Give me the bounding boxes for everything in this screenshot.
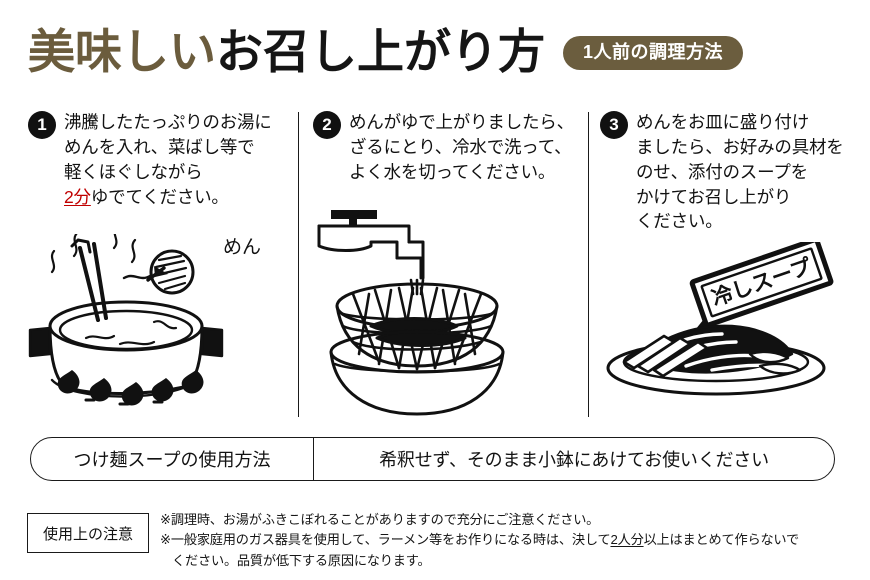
precaution-note-2-continued: ください。品質が低下する原因になります。 bbox=[172, 552, 431, 568]
column-divider-2 bbox=[588, 112, 589, 417]
precautions-notes: ※調理時、お湯がふきこぼれることがありますので充分にご注意ください。 ※一般家庭… bbox=[160, 510, 860, 571]
step-3-line-1: めんをお皿に盛り付け bbox=[636, 112, 809, 132]
step-2-illustration bbox=[313, 202, 585, 417]
pot-on-gas-stove-icon bbox=[28, 234, 224, 406]
precautions-label-box: 使用上の注意 bbox=[27, 513, 149, 553]
precaution-note-2-after: 以上はまとめて作らないで bbox=[643, 532, 800, 548]
gas-flames-icon bbox=[57, 370, 204, 406]
step-3-line-5: ください。 bbox=[636, 211, 723, 232]
soup-usage-bar: つけ麺スープの使用方法 希釈せず、そのまま小鉢にあけてお使いください bbox=[30, 437, 835, 481]
step-3-line-4: かけてお召し上がり bbox=[636, 186, 792, 207]
two-servings-underline: 2人分 bbox=[610, 532, 644, 548]
step-2: 2 めんがゆで上がりましたら、 ざるにとり、冷水で洗って、 よく水を切ってくださ… bbox=[313, 110, 585, 420]
step-1-line-3: 軽くほぐしながら bbox=[64, 161, 203, 182]
boil-time-highlight: 2分 bbox=[64, 186, 91, 207]
precaution-note-2-before: ※一般家庭用のガス器具を使用して、ラーメン等をお作りになる時は、決して bbox=[160, 532, 611, 548]
step-1-text: 沸騰したたっぷりのお湯に めんを入れ、菜ばし等で 軽くほぐしながら 2分ゆでてく… bbox=[64, 110, 272, 209]
serving-badge: 1人前の調理方法 bbox=[563, 36, 744, 70]
step-2-line-3: よく水を切ってください。 bbox=[349, 161, 556, 182]
boil-time-rest: ゆでてください。 bbox=[90, 186, 229, 207]
page-title-black: お召し上がり方 bbox=[216, 26, 545, 79]
step-1: 1 沸騰したたっぷりのお湯に めんを入れ、菜ばし等で 軽くほぐしながら 2分ゆで… bbox=[28, 110, 298, 420]
step-2-number: 2 bbox=[313, 111, 341, 139]
precaution-note-2: ※一般家庭用のガス器具を使用して、ラーメン等をお作りになる時は、決して2人分以上… bbox=[160, 530, 860, 550]
step-1-line-1: 沸騰したたっぷりのお湯に bbox=[64, 112, 272, 132]
column-divider-1 bbox=[298, 112, 299, 417]
page-title-brown: 美味しい bbox=[28, 26, 216, 79]
step-1-line-4: 2分ゆでてください。 bbox=[64, 185, 272, 210]
step-2-header: 2 めんがゆで上がりましたら、 ざるにとり、冷水で洗って、 よく水を切ってくださ… bbox=[313, 110, 585, 185]
step-3-line-3: のせ、添付のスープを bbox=[636, 161, 808, 182]
step-3-illustration: 冷しスープ bbox=[600, 242, 862, 412]
precaution-note-1: ※調理時、お湯がふきこぼれることがありますので充分にご注意ください。 bbox=[160, 512, 600, 527]
noodle-ball-label: めん bbox=[223, 236, 262, 258]
step-3-number: 3 bbox=[600, 111, 628, 139]
plate-with-soup-packet-icon: 冷しスープ bbox=[606, 242, 834, 396]
step-3-line-2: ましたら、お好みの具材を bbox=[636, 136, 844, 157]
soup-usage-title: つけ麺スープの使用方法 bbox=[31, 438, 314, 480]
step-2-text: めんがゆで上がりましたら、 ざるにとり、冷水で洗って、 よく水を切ってください。 bbox=[349, 110, 574, 185]
step-3-text: めんをお皿に盛り付け ましたら、お好みの具材を のせ、添付のスープを かけてお召… bbox=[636, 110, 844, 234]
step-2-line-1: めんがゆで上がりましたら、 bbox=[349, 112, 574, 132]
steps-container: 1 沸騰したたっぷりのお湯に めんを入れ、菜ばし等で 軽くほぐしながら 2分ゆで… bbox=[0, 110, 870, 420]
faucet-colander-bowl-icon bbox=[317, 210, 505, 416]
step-1-illustration bbox=[28, 234, 298, 414]
step-3-header: 3 めんをお皿に盛り付け ましたら、お好みの具材を のせ、添付のスープを かけて… bbox=[600, 110, 862, 234]
step-3: 3 めんをお皿に盛り付け ましたら、お好みの具材を のせ、添付のスープを かけて… bbox=[600, 110, 862, 420]
page-header: 美味しいお召し上がり方 1人前の調理方法 bbox=[28, 22, 848, 84]
step-1-header: 1 沸騰したたっぷりのお湯に めんを入れ、菜ばし等で 軽くほぐしながら 2分ゆで… bbox=[28, 110, 298, 209]
soup-usage-description: 希釈せず、そのまま小鉢にあけてお使いください bbox=[379, 450, 769, 470]
step-2-line-2: ざるにとり、冷水で洗って、 bbox=[349, 136, 572, 157]
page-title: 美味しいお召し上がり方 bbox=[28, 26, 545, 79]
step-1-line-2: めんを入れ、菜ばし等で bbox=[64, 136, 255, 157]
step-1-number: 1 bbox=[28, 111, 56, 139]
